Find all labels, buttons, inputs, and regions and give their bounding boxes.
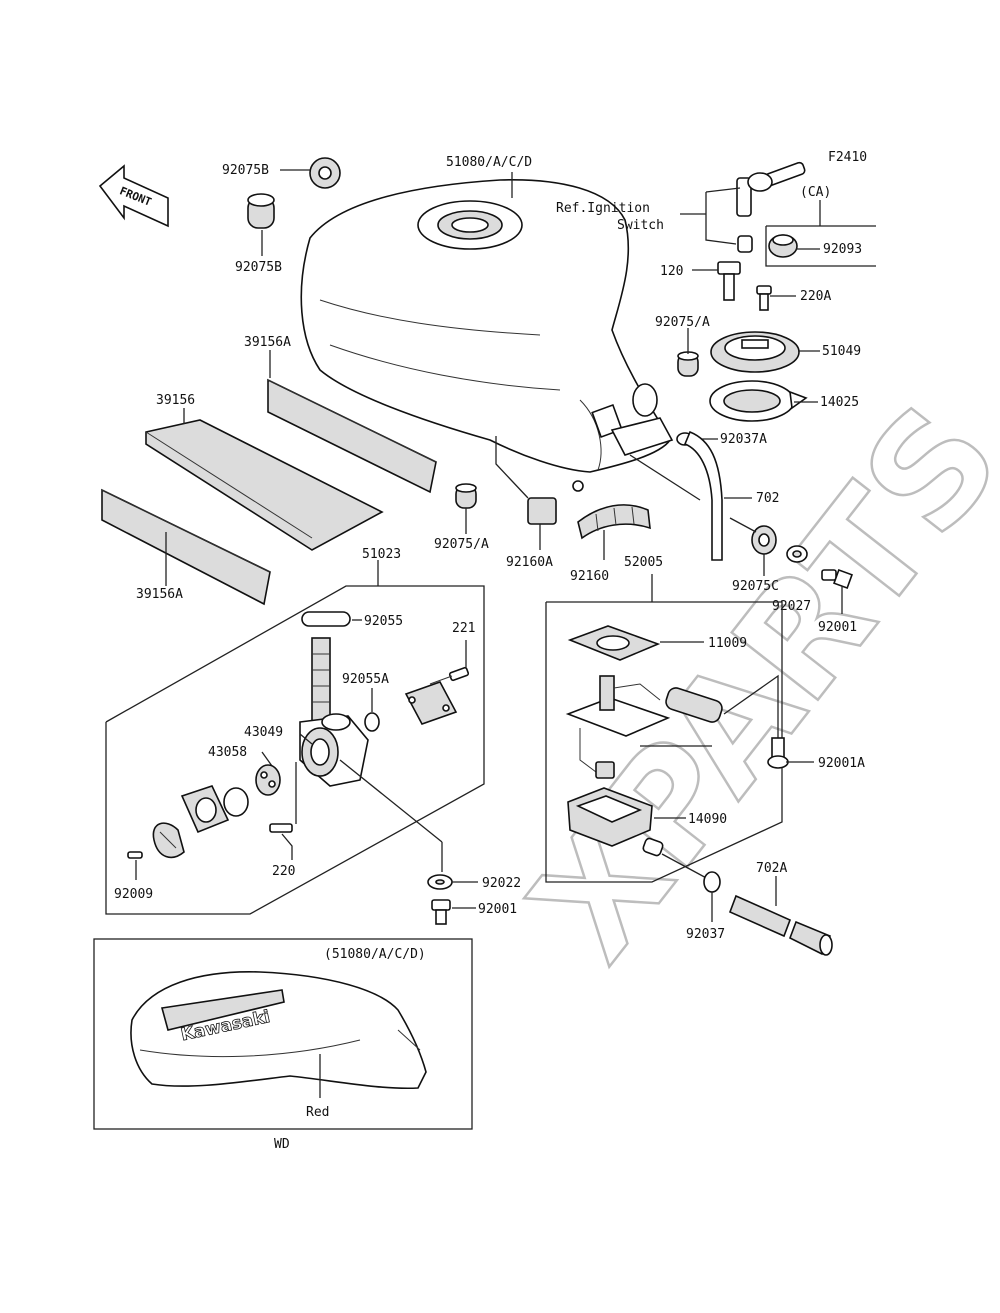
wd-inset-box: [93, 938, 473, 1130]
part-label-92160a: 92160A: [506, 555, 553, 570]
part-label-120: 120: [660, 264, 683, 279]
part-label-92001a: 92001A: [818, 756, 865, 771]
pad-39156: [145, 419, 384, 551]
screw-221: [429, 666, 470, 685]
grommet-92075c: [751, 525, 777, 555]
cock-lever: [152, 822, 185, 859]
part-label-39156a-top: 39156A: [244, 335, 291, 350]
cap-ring-14025: [709, 380, 808, 422]
filter-case-14090: [567, 787, 664, 857]
part-label-92022: 92022: [482, 876, 521, 891]
part-label-39156a-bottom: 39156A: [136, 587, 183, 602]
washer-92022: [427, 874, 453, 890]
part-label-92001-right: 92001: [818, 620, 857, 635]
hose-702: [683, 430, 723, 561]
part-label-92075b-bottom: 92075B: [235, 260, 282, 275]
fuel-cap-51049: [710, 331, 800, 373]
part-label-51049: 51049: [822, 344, 861, 359]
ref-ignition-label: Ref.Ignition: [556, 201, 650, 216]
clamp-92037: [703, 871, 721, 893]
grommet-92075b-top: [309, 157, 341, 189]
front-arrow-icon: FRONT: [98, 164, 169, 228]
part-label-92075c: 92075C: [732, 579, 779, 594]
inset-ref-label: (51080/A/C/D): [324, 947, 426, 962]
gasket-11009: [567, 625, 661, 661]
grommet-92075b-bottom: [247, 193, 275, 229]
part-label-52005: 52005: [624, 555, 663, 570]
part-label-92027: 92027: [772, 599, 811, 614]
screw-220a: [756, 285, 772, 311]
oring-small: [223, 787, 249, 817]
part-label-702: 702: [756, 491, 779, 506]
cock-cover-plate: [404, 681, 458, 725]
part-label-702a: 702A: [756, 861, 787, 876]
part-label-43049: 43049: [244, 725, 283, 740]
part-label-92075a-right: 92075/A: [655, 315, 710, 330]
part-label-39156: 39156: [156, 393, 195, 408]
part-label-51080: 51080/A/C/D: [446, 155, 532, 170]
part-label-220a: 220A: [800, 289, 831, 304]
wd-label: WD: [274, 1137, 290, 1152]
part-label-92075a-middle: 92075/A: [434, 537, 489, 552]
part-label-92037a: 92037A: [720, 432, 767, 447]
bolt-92001-bottom: [431, 899, 451, 925]
part-label-92037: 92037: [686, 927, 725, 942]
ref-switch-label: Switch: [617, 218, 664, 233]
bolt-92001-right: [821, 569, 853, 589]
hose-702a: [728, 894, 833, 956]
screw-220: [269, 823, 293, 833]
part-label-92009: 92009: [114, 887, 153, 902]
part-label-220: 220: [272, 864, 295, 879]
damper-92160: [577, 504, 651, 540]
bolt-92001a: [767, 737, 789, 769]
pump-bracket: [565, 675, 723, 779]
ignition-key-icon: [736, 161, 806, 253]
part-label-92075b-top: 92075B: [222, 163, 269, 178]
part-label-92001-bottom: 92001: [478, 902, 517, 917]
part-label-92055a: 92055A: [342, 672, 389, 687]
oring-92055a: [364, 712, 380, 732]
oring-92055: [301, 611, 351, 627]
fuel-cock-body: [299, 637, 369, 787]
part-label-92055: 92055: [364, 614, 403, 629]
color-label-red: Red: [306, 1105, 329, 1120]
part-label-14025: 14025: [820, 395, 859, 410]
fuel-cock-group-outline: [105, 585, 485, 915]
fuel-pump-group-outline: [545, 601, 783, 883]
part-label-14090: 14090: [688, 812, 727, 827]
ca-label: (CA): [800, 185, 831, 200]
part-label-11009: 11009: [708, 636, 747, 651]
fuel-tank-part: [300, 178, 674, 492]
part-label-92093: 92093: [823, 242, 862, 257]
pad-39156a-bottom: [101, 488, 271, 606]
grommet-92075a-middle: [455, 483, 477, 509]
painted-tank-red: Kawasaki: [130, 971, 427, 1090]
part-label-221: 221: [452, 621, 475, 636]
screw-92009: [127, 851, 143, 859]
part-label-51023: 51023: [362, 547, 401, 562]
grommet-92075a-right: [677, 351, 699, 377]
cock-plate: [180, 785, 230, 834]
pad-39156a-top: [267, 378, 437, 494]
figure-code: F2410: [828, 150, 867, 165]
damper-92160a: [527, 497, 557, 525]
part-label-92160: 92160: [570, 569, 609, 584]
cap-92093: [768, 234, 798, 258]
bolt-120: [717, 261, 741, 301]
collar-92027: [786, 545, 808, 563]
gasket-43058: [255, 764, 281, 796]
part-label-43058: 43058: [208, 745, 247, 760]
